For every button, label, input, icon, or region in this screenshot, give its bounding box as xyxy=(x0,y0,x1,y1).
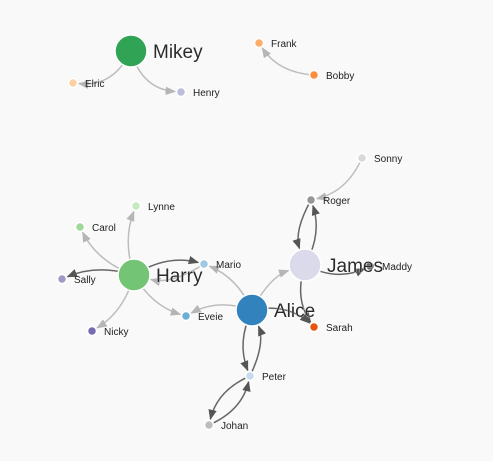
node-mario[interactable] xyxy=(198,258,210,270)
node-label-peter: Peter xyxy=(262,372,287,383)
link-bobby-frank xyxy=(261,47,315,76)
link-johan-peter xyxy=(208,380,251,426)
node-label-harry: Harry xyxy=(156,266,203,287)
node-label-johan: Johan xyxy=(221,421,248,432)
node-label-henry: Henry xyxy=(193,88,220,99)
node-carol[interactable] xyxy=(74,221,86,233)
node-mikey[interactable] xyxy=(114,34,148,68)
node-harry[interactable] xyxy=(117,258,151,292)
node-label-elric: Elric xyxy=(85,79,104,90)
node-johan[interactable] xyxy=(203,419,215,431)
node-henry[interactable] xyxy=(175,86,187,98)
node-label-sally: Sally xyxy=(74,275,96,286)
node-maddy[interactable] xyxy=(364,260,376,272)
link-peter-alice xyxy=(249,325,266,377)
node-sally[interactable] xyxy=(56,273,68,285)
node-label-james: James xyxy=(327,256,383,277)
node-james[interactable] xyxy=(288,248,322,282)
node-lynne[interactable] xyxy=(130,200,142,212)
node-alice[interactable] xyxy=(235,293,269,327)
node-nicky[interactable] xyxy=(86,325,98,337)
link-sonny-roger xyxy=(315,157,363,201)
node-label-lynne: Lynne xyxy=(148,202,175,213)
node-label-maddy: Maddy xyxy=(382,262,412,273)
node-label-roger: Roger xyxy=(323,196,351,207)
node-frank[interactable] xyxy=(253,37,265,49)
link-peter-johan xyxy=(208,375,251,421)
node-peter[interactable] xyxy=(244,370,256,382)
node-sarah[interactable] xyxy=(308,321,320,333)
node-label-alice: Alice xyxy=(274,301,315,322)
node-label-nicky: Nicky xyxy=(104,327,128,338)
node-eveie[interactable] xyxy=(180,310,192,322)
node-label-mikey: Mikey xyxy=(153,42,203,63)
node-label-sarah: Sarah xyxy=(326,323,353,334)
node-sonny[interactable] xyxy=(356,152,368,164)
node-roger[interactable] xyxy=(305,194,317,206)
node-label-carol: Carol xyxy=(92,223,116,234)
node-label-eveie: Eveie xyxy=(198,312,223,323)
link-roger-james xyxy=(292,199,312,250)
node-label-mario: Mario xyxy=(216,260,241,271)
node-label-sonny: Sonny xyxy=(374,154,402,165)
nodes-layer xyxy=(56,34,376,431)
link-mario-harry xyxy=(149,263,205,286)
links-layer xyxy=(66,47,366,426)
node-elric[interactable] xyxy=(67,77,79,89)
node-bobby[interactable] xyxy=(308,69,320,81)
node-label-bobby: Bobby xyxy=(326,71,354,82)
node-label-frank: Frank xyxy=(271,39,298,50)
